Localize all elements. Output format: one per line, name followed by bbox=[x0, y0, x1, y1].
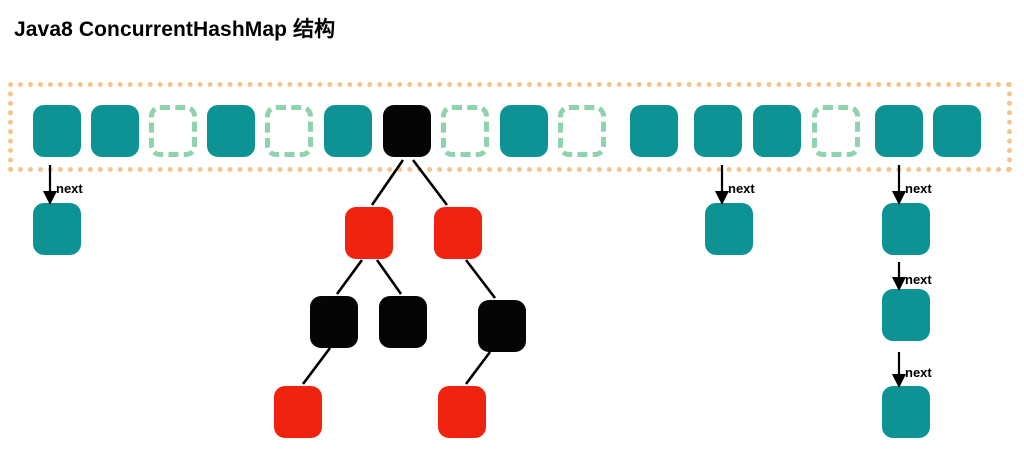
array-cell-9-empty[interactable] bbox=[558, 105, 606, 157]
tree-node-b2-black[interactable] bbox=[379, 296, 427, 348]
chain-bucket-0-node-0[interactable] bbox=[33, 203, 81, 255]
page-title: Java8 ConcurrentHashMap 结构 bbox=[14, 18, 336, 41]
chain-bucket-14-next-label-2: next bbox=[905, 365, 932, 380]
tree-edge-r2-to-b3 bbox=[464, 259, 497, 299]
array-cell-0-filled[interactable] bbox=[33, 105, 81, 157]
array-cell-7-empty[interactable] bbox=[441, 105, 489, 157]
chain-arrow-group bbox=[42, 165, 907, 389]
array-cell-2-empty[interactable] bbox=[149, 105, 197, 157]
array-cell-12-filled[interactable] bbox=[753, 105, 801, 157]
tree-edge-b3-to-r4 bbox=[464, 351, 492, 385]
chain-bucket-14-node-1[interactable] bbox=[882, 289, 930, 341]
tree-node-r2-red[interactable] bbox=[434, 207, 482, 259]
tree-edge-b1-to-r3 bbox=[301, 347, 332, 385]
tree-node-b3-black[interactable] bbox=[478, 300, 526, 352]
array-cell-6-treebin[interactable] bbox=[383, 105, 431, 157]
chain-bucket-14-node-0[interactable] bbox=[882, 203, 930, 255]
chain-bucket-11-next-label-0: next bbox=[728, 181, 755, 196]
tree-edge-group bbox=[301, 159, 497, 385]
chain-bucket-14-node-2[interactable] bbox=[882, 386, 930, 438]
tree-edge-r1-to-b2 bbox=[375, 259, 403, 295]
array-cell-8-filled[interactable] bbox=[500, 105, 548, 157]
chain-bucket-14-next-label-0: next bbox=[905, 181, 932, 196]
chain-bucket-11-node-0[interactable] bbox=[705, 203, 753, 255]
array-cell-13-empty[interactable] bbox=[812, 105, 860, 157]
tree-node-b1-black[interactable] bbox=[310, 296, 358, 348]
tree-node-r4-red[interactable] bbox=[438, 386, 486, 438]
tree-node-r1-red[interactable] bbox=[345, 207, 393, 259]
array-cell-3-filled[interactable] bbox=[207, 105, 255, 157]
chain-bucket-14-next-label-1: next bbox=[905, 272, 932, 287]
array-cell-14-filled[interactable] bbox=[875, 105, 923, 157]
chain-bucket-0-next-label-0: next bbox=[56, 181, 83, 196]
array-cell-11-filled[interactable] bbox=[694, 105, 742, 157]
array-cell-4-empty[interactable] bbox=[265, 105, 313, 157]
tree-edge-r1-to-b1 bbox=[335, 259, 364, 295]
tree-node-r3-red[interactable] bbox=[274, 386, 322, 438]
array-cell-10-filled[interactable] bbox=[630, 105, 678, 157]
array-cell-5-filled[interactable] bbox=[324, 105, 372, 157]
array-cell-15-filled[interactable] bbox=[933, 105, 981, 157]
array-cell-1-filled[interactable] bbox=[91, 105, 139, 157]
